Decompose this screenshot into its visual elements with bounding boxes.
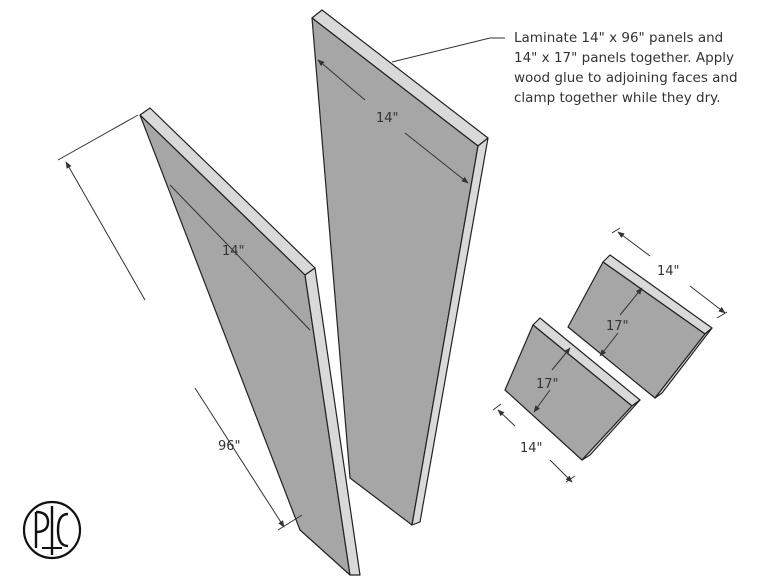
note-line-2: 14" x 17" panels together. Apply (514, 50, 734, 66)
left-panel-seam-line (169, 184, 311, 331)
note-line-3: wood glue to adjoining faces and (514, 70, 738, 86)
dim-label-lower-height: 17" (536, 377, 559, 392)
lower-small-side-edge (581, 399, 641, 461)
dimension-17-upper-small: 17" (599, 287, 643, 357)
dim-label-center-width: 14" (376, 111, 399, 126)
upper-small-side-edge (654, 327, 713, 399)
lower-small-panel (504, 317, 641, 461)
dimension-14-upper-small: 14" (611, 227, 728, 319)
callout-leader-line (391, 37, 505, 63)
dim-label-upper-height: 17" (606, 319, 629, 334)
dim-label-lower-width: 14" (520, 441, 543, 456)
dimension-17-lower-small: 17" (533, 347, 571, 413)
center-panel-side-edge (411, 137, 489, 526)
instruction-callout: Laminate 14" x 96" panels and 14" x 17" … (391, 30, 738, 106)
left-long-panel (139, 107, 361, 576)
dimension-14-center: 14" (317, 59, 469, 184)
dimension-96-left: 96" (57, 114, 303, 531)
dimension-14-left: 14" (222, 244, 245, 259)
left-panel-side-edge (304, 267, 361, 576)
dimension-14-lower-small: 14" (492, 403, 576, 483)
dim-label-upper-width: 14" (657, 264, 680, 279)
note-line-1: Laminate 14" x 96" panels and (514, 30, 723, 46)
note-line-4: clamp together while they dry. (514, 90, 721, 106)
dim-label-left-length: 96" (218, 439, 241, 454)
pdc-logo (22, 500, 82, 560)
dim-label-left-width: 14" (222, 244, 245, 259)
upper-small-panel (567, 254, 713, 399)
center-long-panel (311, 9, 489, 526)
